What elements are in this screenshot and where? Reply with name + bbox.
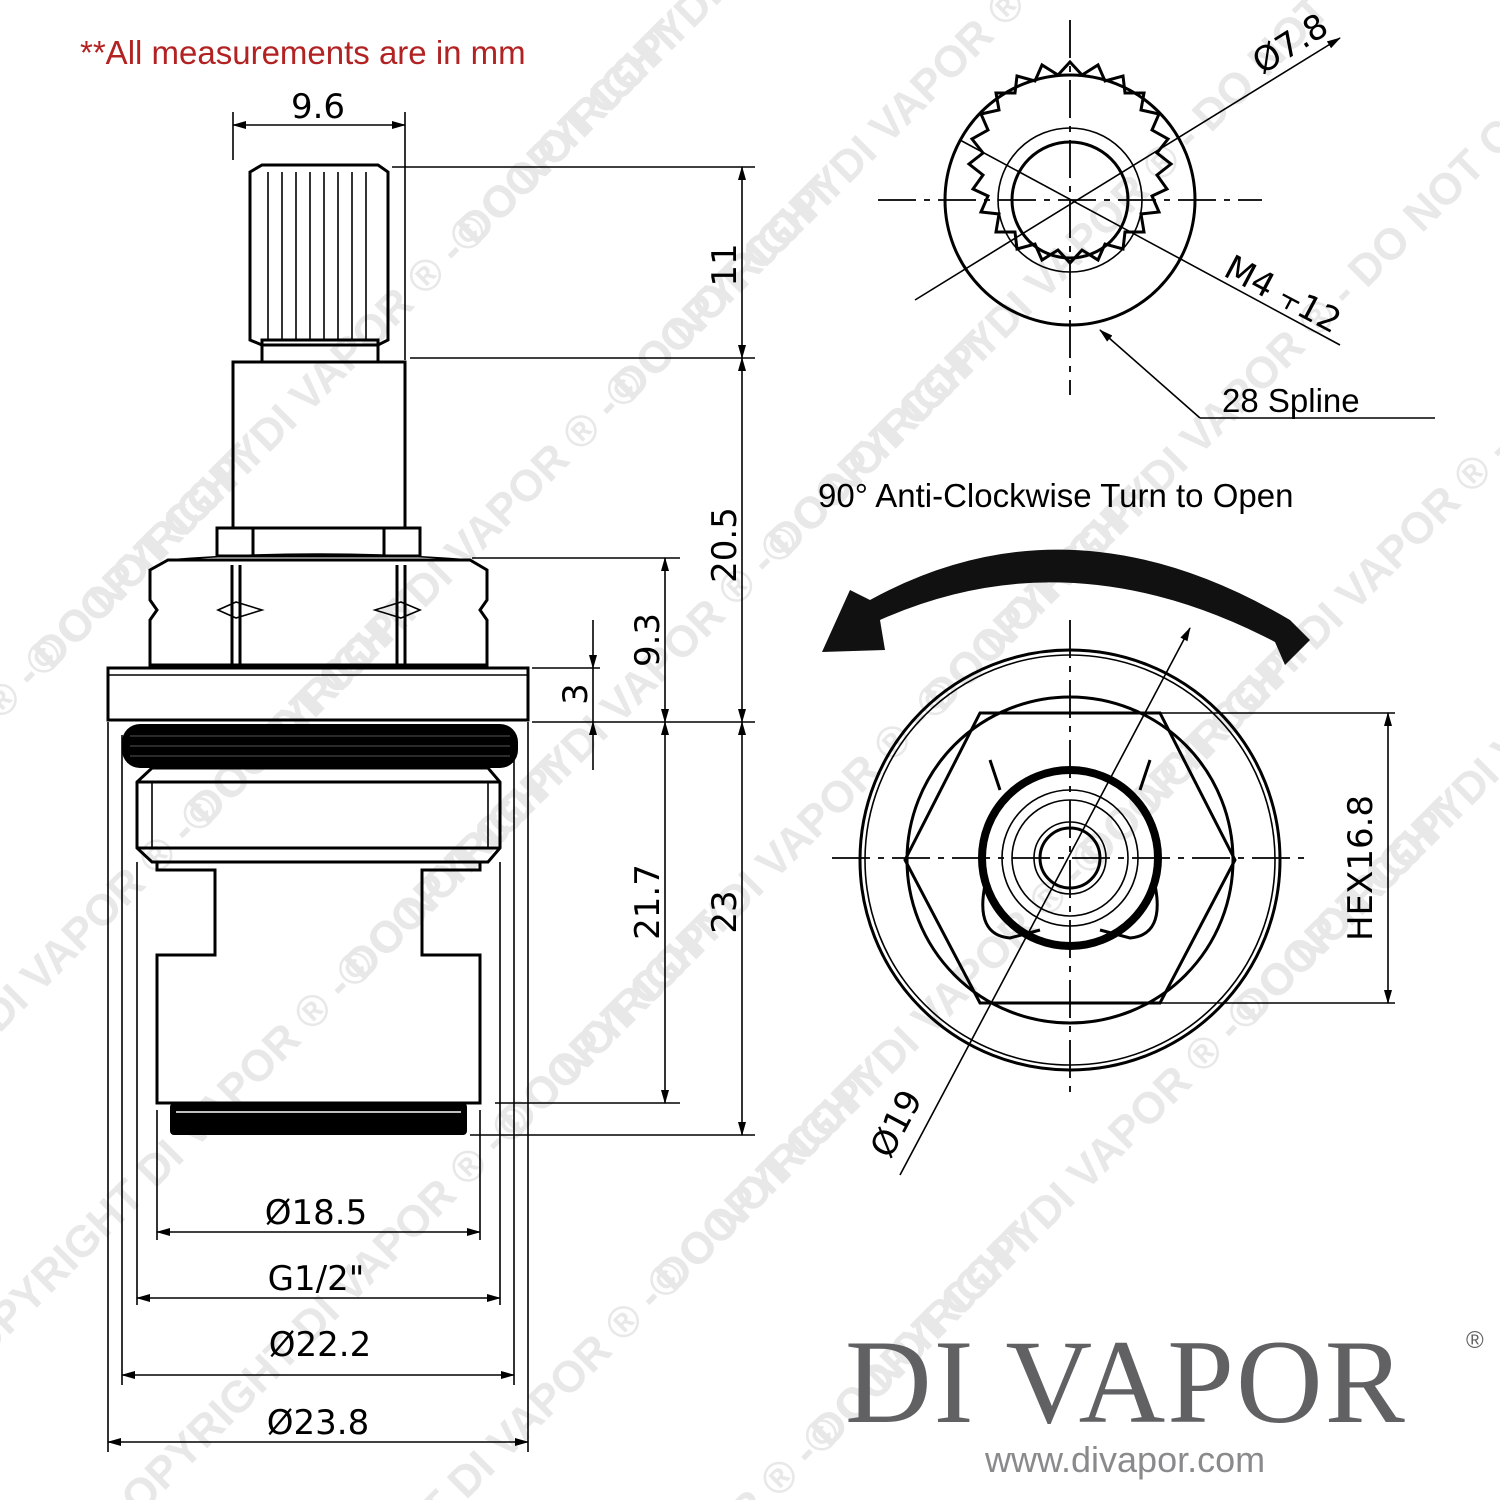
registered-mark: ®	[1466, 1327, 1484, 1354]
dim-bottom-diameter: Ø18.5	[265, 1193, 367, 1233]
rotation-arrow-icon	[822, 549, 1310, 665]
spline-count-label: 28 Spline	[1222, 382, 1360, 419]
dim-body-height: 21.7	[628, 864, 668, 940]
dim-thread-height: 23	[705, 890, 745, 933]
brand-logo: DI VAPOR ® www.divapor.com	[845, 1315, 1484, 1480]
dim-hex-size: HEX16.8	[1341, 795, 1381, 941]
measurement-note: **All measurements are in mm	[80, 34, 526, 71]
dim-hex-height: 9.3	[628, 613, 668, 667]
dim-thread-size: G1/2"	[268, 1259, 365, 1299]
side-view: 9.6 11 20.5 9.3 3 21.7 23 Ø18.5 G1/2" Ø2…	[106, 87, 755, 1452]
dim-top-width: 9.6	[291, 87, 345, 127]
dim-flange-diameter: Ø23.8	[267, 1403, 369, 1443]
brand-name: DI VAPOR	[845, 1315, 1407, 1448]
brand-url: www.divapor.com	[984, 1439, 1265, 1480]
dim-spline-height: 11	[705, 243, 745, 286]
dim-stem-height: 20.5	[705, 507, 745, 583]
rotation-caption: 90° Anti-Clockwise Turn to Open	[818, 477, 1293, 514]
dim-thread-diameter: Ø22.2	[269, 1325, 371, 1365]
dim-flange-height: 3	[556, 683, 596, 705]
